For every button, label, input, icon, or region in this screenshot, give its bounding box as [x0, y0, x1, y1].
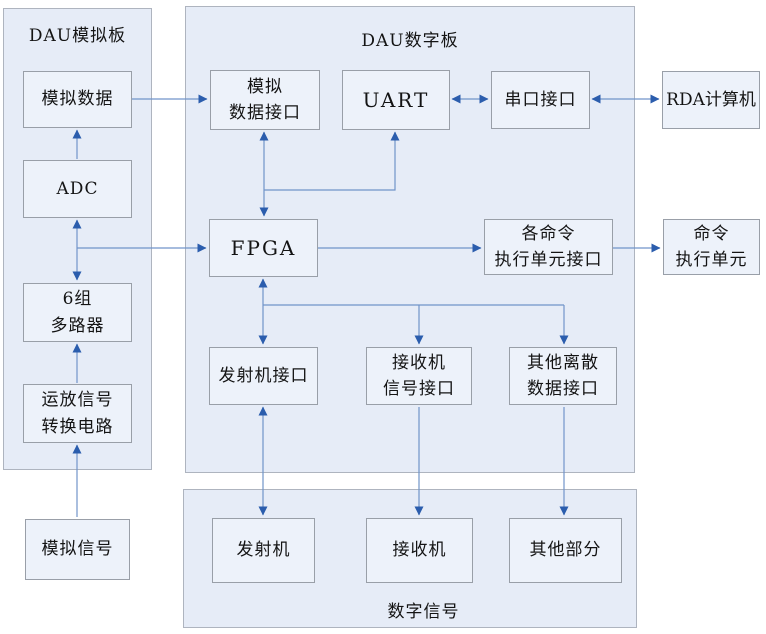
node-serial-interface: 串口接口: [491, 71, 590, 129]
node-transmitter-interface: 发射机接口: [209, 347, 318, 405]
node-opamp-signal-converter: 运放信号 转换电路: [23, 384, 132, 443]
analog-board-title: DAU模拟板: [28, 26, 127, 46]
node-adc: ADC: [23, 160, 132, 218]
node-analog-signal: 模拟信号: [25, 519, 130, 580]
node-command-unit: 命令 执行单元: [663, 219, 760, 275]
node-transmitter: 发射机: [212, 518, 315, 583]
node-receiver-interface: 接收机 信号接口: [366, 347, 472, 405]
node-other-parts: 其他部分: [509, 518, 622, 583]
digital-signal-title: 数字信号: [387, 602, 460, 622]
node-uart: UART: [342, 70, 450, 130]
digital-board-title: DAU数字板: [361, 31, 459, 51]
node-fpga: FPGA: [209, 219, 318, 277]
node-receiver: 接收机: [366, 518, 473, 583]
node-command-unit-interface: 各命令 执行单元接口: [484, 219, 613, 275]
node-rda-computer: RDA计算机: [662, 71, 760, 129]
node-multiplexer: 6组 多路器: [23, 283, 132, 342]
node-analog-data-interface: 模拟 数据接口: [210, 70, 320, 130]
node-discrete-data-interface: 其他离散 数据接口: [509, 347, 617, 405]
node-analog-data: 模拟数据: [23, 71, 132, 128]
